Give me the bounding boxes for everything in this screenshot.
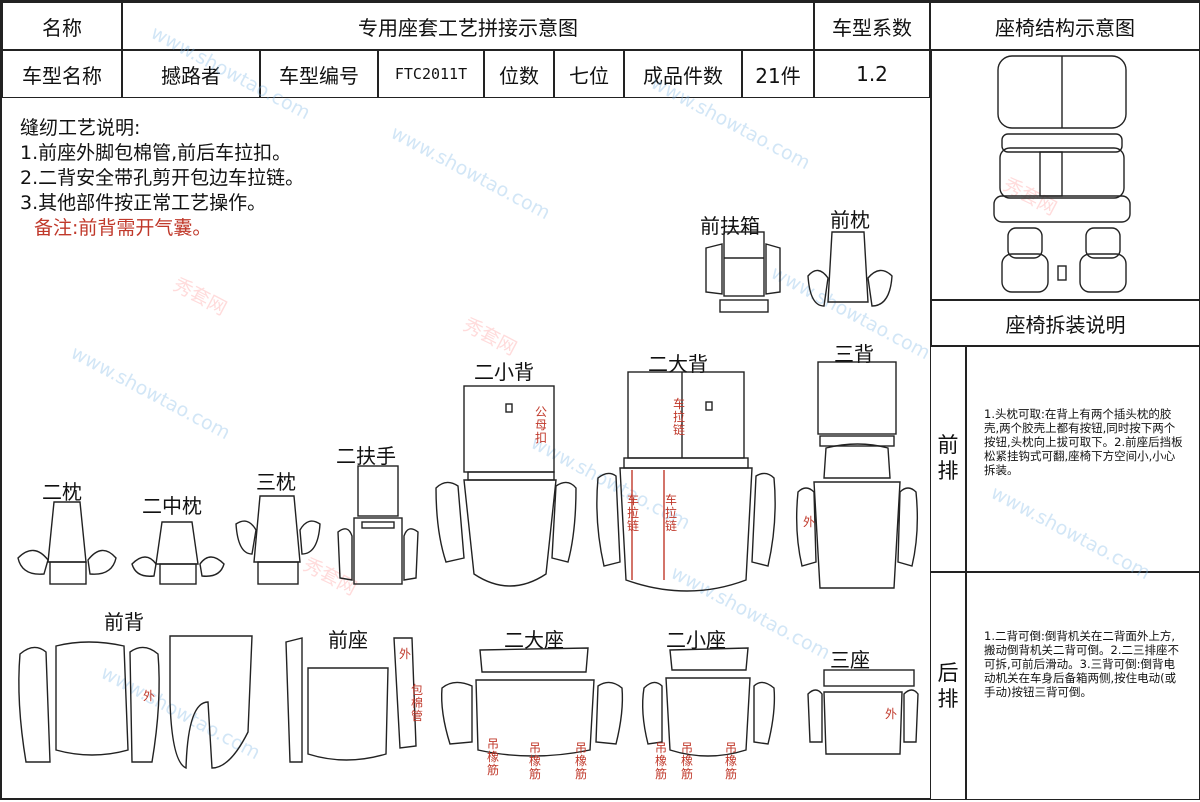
part-label-front-armbox: 前扶箱: [700, 214, 760, 238]
tag-zipper: 车拉链: [664, 493, 677, 533]
tag-elastic: 吊橡筋: [486, 737, 499, 777]
third-back-pattern: [795, 361, 919, 589]
part-label-front-back: 前背: [104, 610, 144, 634]
rear-row-label: 后排: [937, 661, 959, 711]
front-armbox-pattern: [705, 231, 781, 313]
front-seat-pattern: [285, 637, 417, 763]
tag-outer: 外: [142, 689, 155, 703]
name-label: 名称: [2, 2, 122, 50]
part-label-front-seat: 前座: [328, 628, 368, 652]
tag-outer: 外: [802, 515, 815, 529]
part-label-second-armrest: 二扶手: [336, 444, 396, 468]
install-title: 座椅拆装说明: [930, 300, 1200, 346]
note-item: 3.其他部件按正常工艺操作。: [20, 192, 267, 214]
pieces-label: 成品件数: [624, 50, 742, 98]
coef-value: 1.2: [814, 50, 930, 98]
second-big-back-pattern: [596, 371, 776, 592]
front-pillow-pattern: [807, 231, 893, 307]
second-small-seat-pattern: [641, 647, 776, 757]
tag-elastic: 吊橡筋: [528, 741, 541, 781]
part-label-second-pillow: 二枕: [42, 480, 82, 504]
tag-elastic: 吊橡筋: [680, 741, 693, 781]
model-name-label: 车型名称: [2, 50, 122, 98]
part-label-second-small-back: 二小背: [474, 360, 534, 384]
rear-row-instructions: 1.二背可倒:倒背机关在二背面外上方,搬动倒背机关二背可倒。2.二三排座不可拆,…: [984, 629, 1179, 699]
second-pillow-pattern: [17, 501, 117, 585]
page-title: 专用座套工艺拼接示意图: [122, 2, 814, 50]
rear-row-text-cell: [966, 572, 1200, 800]
second-armrest-pattern: [337, 465, 419, 585]
sewing-notes: 缝纫工艺说明: 1.前座外脚包棉管,前后车拉扣。 2.二背安全带孔剪开包边车拉链…: [20, 116, 304, 241]
notes-remark: 备注:前背需开气囊。: [34, 217, 212, 239]
front-back-pattern: [18, 635, 253, 770]
second-big-seat-pattern: [440, 647, 624, 757]
part-label-front-pillow: 前枕: [830, 208, 870, 232]
front-row-cell: [930, 346, 966, 572]
structure-diagram-panel: [930, 50, 1200, 300]
notes-title: 缝纫工艺说明:: [20, 117, 141, 139]
front-row-instructions: 1.头枕可取:在背上有两个插头枕的胶壳,两个胶壳上都有按钮,同时按下两个按钮,头…: [984, 407, 1183, 477]
second-small-back-pattern: [435, 385, 577, 587]
rear-row-cell: [930, 572, 966, 800]
model-code-label: 车型编号: [260, 50, 378, 98]
part-label-third-pillow: 三枕: [256, 470, 296, 494]
tag-pull-buckle: 公母扣: [534, 405, 547, 445]
front-row-label: 前排: [937, 433, 959, 483]
tag-elastic: 吊橡筋: [574, 741, 587, 781]
third-seat-pattern: [807, 669, 919, 755]
note-item: 1.前座外脚包棉管,前后车拉扣。: [20, 142, 292, 164]
tag-outer: 外: [398, 647, 411, 661]
tag-elastic: 吊橡筋: [724, 741, 737, 781]
model-name: 撼路者: [122, 50, 260, 98]
front-row-text-cell: [966, 346, 1200, 572]
seats-value: 七位: [554, 50, 624, 98]
pieces-value: 21件: [742, 50, 814, 98]
seat-structure-diagram: [993, 55, 1131, 293]
model-code: FTC2011T: [378, 50, 484, 98]
tag-outer: 外: [884, 707, 897, 721]
tag-zipper: 车拉链: [626, 493, 639, 533]
tag-zipper: 车拉链: [672, 397, 685, 437]
part-label-third-seat: 三座: [830, 648, 870, 672]
tag-cotton-tube: 包棉管: [410, 683, 423, 723]
part-label-second-mid-pillow: 二中枕: [142, 494, 202, 518]
part-label-second-small-seat: 二小座: [666, 628, 726, 652]
struct-label: 座椅结构示意图: [930, 2, 1200, 50]
third-pillow-pattern: [235, 495, 321, 585]
seats-label: 位数: [484, 50, 554, 98]
note-item: 2.二背安全带孔剪开包边车拉链。: [20, 167, 305, 189]
tag-elastic: 吊橡筋: [654, 741, 667, 781]
coef-label: 车型系数: [814, 2, 930, 50]
second-mid-pillow-pattern: [131, 521, 225, 585]
